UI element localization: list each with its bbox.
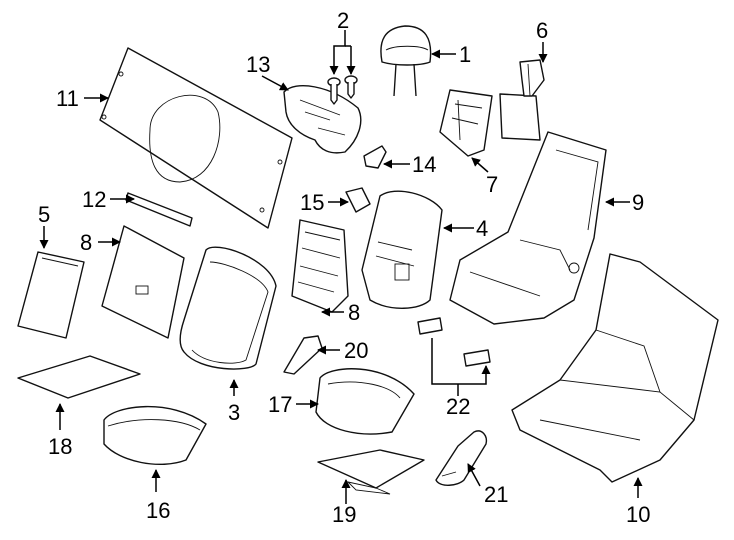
callout-14: 14 — [412, 152, 436, 177]
callout-16: 16 — [146, 498, 170, 523]
part-8-cover-panel — [101, 225, 185, 339]
callout-5: 5 — [38, 202, 50, 227]
part-22-clips — [417, 317, 491, 367]
part-3-seatback-cushion — [179, 246, 277, 370]
callout-9: 9 — [632, 190, 644, 215]
part-7-plate — [439, 89, 493, 157]
callout-12: 12 — [82, 187, 106, 212]
part-5-pad — [17, 251, 85, 339]
callout-6: 6 — [536, 18, 548, 43]
callout-13: 13 — [246, 52, 270, 77]
callout-11: 11 — [56, 86, 79, 111]
callout-19: 19 — [332, 502, 356, 527]
part-10-seat-base-frame — [511, 253, 719, 483]
callout-7: 7 — [486, 172, 498, 197]
part-21-trim-cover — [435, 430, 488, 486]
part-11-seatback-panel — [99, 47, 293, 229]
callout-18: 18 — [48, 434, 72, 459]
callout-8-left: 8 — [80, 230, 92, 255]
callout-15: 15 — [300, 190, 324, 215]
part-12-strip — [125, 192, 193, 227]
part-13-bracket — [283, 85, 362, 154]
part-20-bracket — [283, 335, 323, 375]
part-15-clip — [345, 187, 371, 213]
callout-20: 20 — [344, 338, 368, 363]
part-4-seatback-foam — [361, 190, 443, 309]
callout-22: 22 — [446, 394, 470, 419]
leader-lines — [39, 30, 643, 504]
part-9-seatback-frame — [449, 131, 607, 325]
callout-labels: 1 2 3 4 5 6 7 8 8 9 10 11 12 13 14 15 16… — [38, 8, 650, 527]
part-1-headrest — [380, 25, 432, 97]
part-8-frame — [291, 219, 349, 313]
callout-1: 1 — [459, 42, 471, 67]
callout-21: 21 — [484, 482, 508, 507]
callout-2: 2 — [337, 8, 349, 33]
part-14-clip — [363, 145, 387, 169]
part-18-mat — [17, 355, 141, 399]
callout-3: 3 — [228, 400, 240, 425]
part-6-headrest-assembly — [499, 59, 545, 141]
part-2-screws — [327, 75, 358, 105]
callout-8-mid: 8 — [348, 300, 360, 325]
callout-4: 4 — [476, 216, 488, 241]
part-16-seat-cushion — [103, 405, 207, 466]
callout-17: 17 — [268, 392, 292, 417]
part-19-pad — [317, 449, 425, 495]
callout-10: 10 — [626, 502, 650, 527]
part-17-seat-cushion — [315, 368, 415, 435]
